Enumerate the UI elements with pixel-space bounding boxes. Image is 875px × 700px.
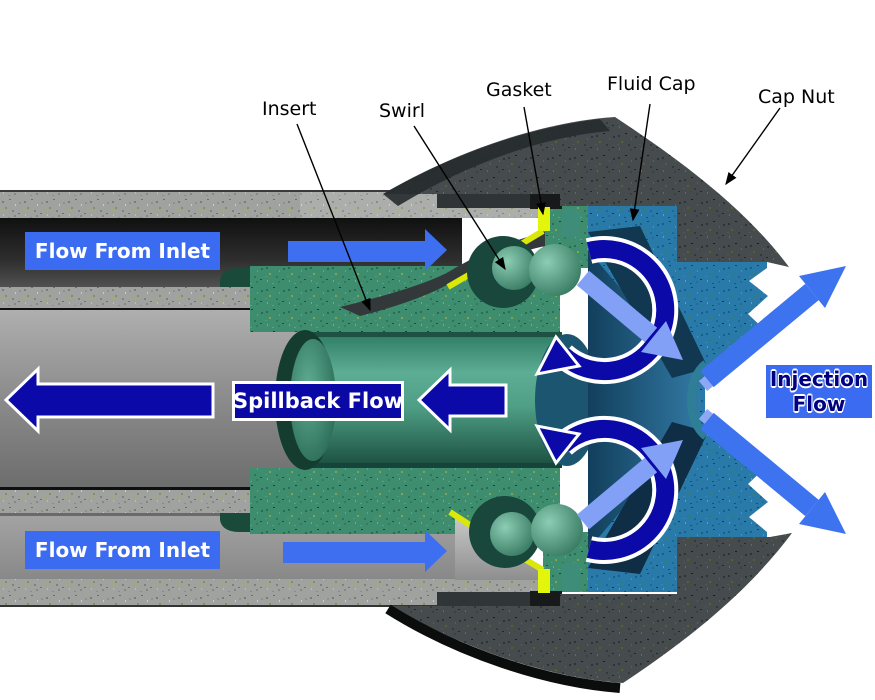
insert-leader-line: [296, 123, 371, 312]
spillback-flow-arrow-main: [3, 365, 215, 435]
insert-bottom-tab: [562, 563, 580, 591]
cap-nut-bottom-section: [390, 533, 792, 683]
insert-top-tab: [562, 209, 580, 237]
converging-flow-arrow-top-shaft: [576, 270, 658, 343]
flow-from-inlet-label-top: Flow From Inlet: [25, 232, 220, 270]
spillback-flow-label: Spillback Flow: [232, 381, 404, 421]
cap-nut-top-notch: [530, 192, 562, 209]
spray-arrow-up-head: [799, 266, 846, 308]
gasket-label: Gasket: [486, 79, 552, 101]
bottom-pipe-edge-line: [0, 605, 538, 607]
converging-flow-arrow-bottom-head: [641, 440, 683, 479]
gasket-top-seal: [538, 207, 550, 231]
fluid-cap-cone-interior: [588, 250, 700, 550]
top-bore-edge-line: [0, 308, 290, 311]
injection-flow-label: Injection Flow: [766, 365, 872, 418]
bottom-bore-edge-line: [0, 487, 290, 490]
flow-from-inlet-label-bottom: Flow From Inlet: [25, 531, 220, 569]
bottom-swirl-port: [490, 512, 534, 556]
injection-flow-line1: Injection: [769, 366, 869, 391]
cap-nut-label: Cap Nut: [758, 86, 835, 108]
gasket-leader-line: [523, 106, 546, 216]
cap-nut-bottom-shadow: [385, 604, 621, 693]
spray-arrow-down-head: [799, 492, 846, 534]
cap-nut-leader-line: [725, 107, 781, 186]
spillback-tube-bottom-edge: [300, 463, 562, 468]
spray-arrow-down-shaft: [700, 412, 819, 517]
cap-nut-bottom-notch: [530, 591, 562, 608]
cap-nut-top-bevel: [383, 119, 610, 206]
swirl-leader-line: [413, 125, 506, 271]
top-pipe-edge-line: [0, 190, 538, 192]
spillback-tube-top-edge: [300, 332, 562, 337]
spray-arrow-up-shaft: [700, 283, 819, 388]
swirl-arrow-top-head: [534, 334, 582, 377]
cap-nut-bottom-foot: [437, 592, 537, 606]
orifice-lip: [686, 360, 709, 440]
spillback-flow-arrow-inner: [416, 366, 508, 434]
converging-flow-arrow-top-head: [641, 321, 683, 360]
flow-arrows: [3, 229, 846, 572]
injection-flow-line2: Flow: [792, 391, 846, 416]
fluid-cap-label: Fluid Cap: [607, 73, 696, 95]
bottom-swirl-port-2: [531, 504, 583, 556]
leader-lines: [296, 103, 781, 312]
top-swirl-port-2: [529, 244, 581, 296]
gasket-bottom-seal: [538, 569, 550, 593]
cap-nut: [383, 117, 792, 693]
inlet-flow-arrow-bottom: [283, 530, 447, 572]
swirl-label: Swirl: [379, 100, 425, 122]
swirl-arrow-bottom-head: [534, 423, 582, 466]
converging-flow-arrow-bottom-shaft: [576, 457, 658, 530]
inlet-flow-arrow-top: [288, 229, 447, 271]
fluid-cap-leader-line: [629, 103, 651, 222]
insert-label: Insert: [262, 98, 317, 120]
cap-nut-top-foot: [437, 194, 537, 208]
